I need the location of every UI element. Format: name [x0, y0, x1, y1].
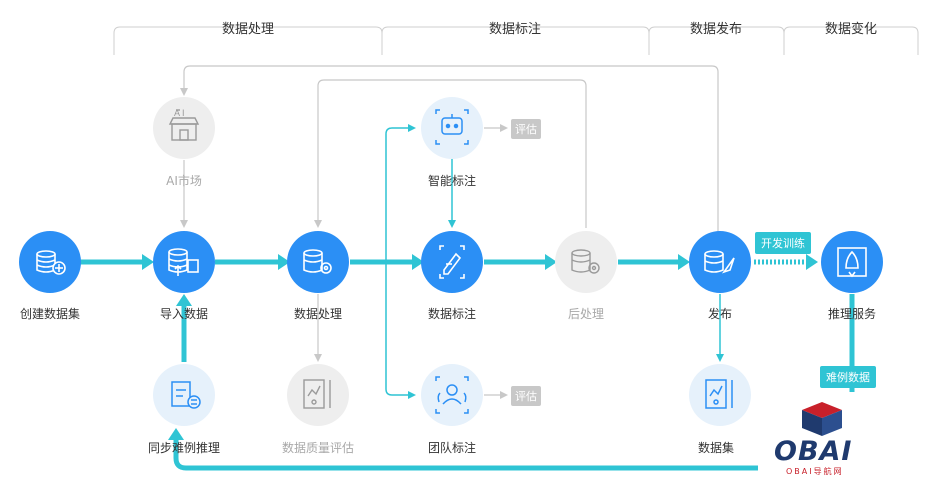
label-smart-label: 智能标注: [427, 174, 477, 188]
node-infer-service: [821, 231, 883, 293]
node-team-label: [421, 364, 483, 426]
node-sync-hard: [153, 364, 215, 426]
label-publish: 发布: [707, 307, 733, 321]
eval-badge-bottom: 评估: [511, 386, 541, 406]
label-sync-hard: 同步难例推理: [147, 441, 221, 455]
label-post-process: 后处理: [567, 307, 605, 321]
node-smart-label: [421, 97, 483, 159]
node-post-process: [555, 231, 617, 293]
loop-head-up: [176, 294, 192, 306]
train-tag: 开发训练: [755, 232, 811, 254]
node-create-dataset: [19, 231, 81, 293]
node-data-label: [421, 231, 483, 293]
node-data-process: [287, 231, 349, 293]
loop-head-bottom: [168, 428, 184, 440]
node-import-data: [153, 231, 215, 293]
logo-subtext: OBAI导航网: [786, 467, 844, 476]
cube-icon: [802, 402, 842, 436]
label-data-process: 数据处理: [293, 307, 343, 321]
cyan-branch: [385, 124, 724, 399]
stage-brackets: [113, 26, 919, 55]
node-quality-eval: [287, 364, 349, 426]
stage-label-process: 数据处理: [221, 22, 275, 37]
label-create-dataset: 创建数据集: [19, 307, 81, 321]
watermark-logo: OBAI OBAI导航网: [758, 398, 878, 480]
svg-text:A I: A I: [174, 108, 185, 118]
label-quality-eval: 数据质量评估: [281, 441, 355, 455]
node-publish: [689, 231, 751, 293]
label-import-data: 导入数据: [159, 307, 209, 321]
stage-label-change: 数据变化: [824, 22, 878, 37]
stage-label-annotate: 数据标注: [488, 22, 542, 37]
train-flow: [754, 254, 818, 270]
hard-case-loop: [173, 294, 855, 471]
main-flow-heads: [142, 254, 690, 270]
node-dataset-partial: [689, 364, 751, 426]
hard-cases-tag: 难例数据: [820, 366, 876, 388]
gray-connectors: [180, 65, 719, 399]
stage-label-publish: 数据发布: [689, 22, 743, 37]
label-data-label: 数据标注: [427, 307, 477, 321]
label-team-label: 团队标注: [427, 441, 477, 455]
eval-badge-top: 评估: [511, 119, 541, 139]
label-ai-market: AI市场: [166, 174, 202, 188]
logo-text: OBAI: [774, 436, 853, 467]
label-infer-service: 推理服务: [827, 307, 877, 321]
label-dataset-partial: 数据集: [697, 441, 735, 455]
node-ai-market: A I: [153, 97, 215, 159]
